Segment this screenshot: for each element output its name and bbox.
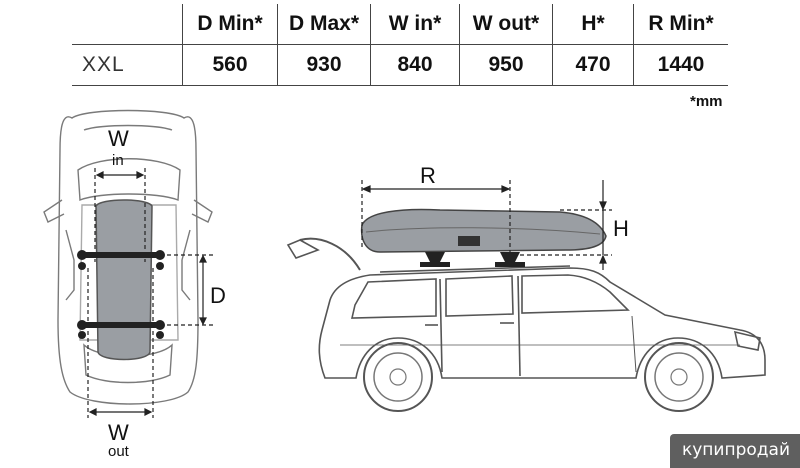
roof-box-top xyxy=(95,199,153,361)
table-cell: 560 xyxy=(182,44,278,86)
w-in-dimension xyxy=(94,168,146,262)
car-side-view xyxy=(286,237,766,379)
table-cell: 930 xyxy=(277,44,371,86)
spec-table: D Min* D Max* W in* W out* H* R Min* XXL… xyxy=(72,4,728,86)
roof-box-side xyxy=(360,208,607,267)
table-cell: 470 xyxy=(552,44,634,86)
w-out-dimension xyxy=(87,268,154,418)
h-dimension xyxy=(520,180,612,270)
r-dimension xyxy=(361,180,511,262)
h-label: H xyxy=(613,216,629,241)
d-label: D xyxy=(210,283,226,308)
w-out-label-main: W xyxy=(108,420,129,445)
table-header-cell: D Min* xyxy=(182,4,278,45)
table-cell: 840 xyxy=(370,44,460,86)
table-header-cell: H* xyxy=(552,4,634,45)
table-header-row: D Min* D Max* W in* W out* H* R Min* xyxy=(72,4,728,45)
w-out-label-sub: out xyxy=(108,443,129,460)
r-label: R xyxy=(420,163,436,188)
d-dimension xyxy=(160,254,215,326)
table-cell: 1440 xyxy=(633,44,728,86)
watermark: купипродай xyxy=(669,434,800,468)
table-header-cell: D Max* xyxy=(277,4,371,45)
table-row: XXL 560 930 840 950 470 1440 xyxy=(72,44,728,86)
table-header-cell: W out* xyxy=(459,4,553,45)
w-in-label-main: W xyxy=(108,126,129,151)
table-header-cell: R Min* xyxy=(633,4,728,45)
table-header-cell xyxy=(72,4,183,45)
w-in-label-sub: in xyxy=(112,152,124,169)
unit-note: *mm xyxy=(690,93,723,110)
table-cell: 950 xyxy=(459,44,553,86)
table-header-cell: W in* xyxy=(370,4,460,45)
wheels xyxy=(363,342,714,412)
